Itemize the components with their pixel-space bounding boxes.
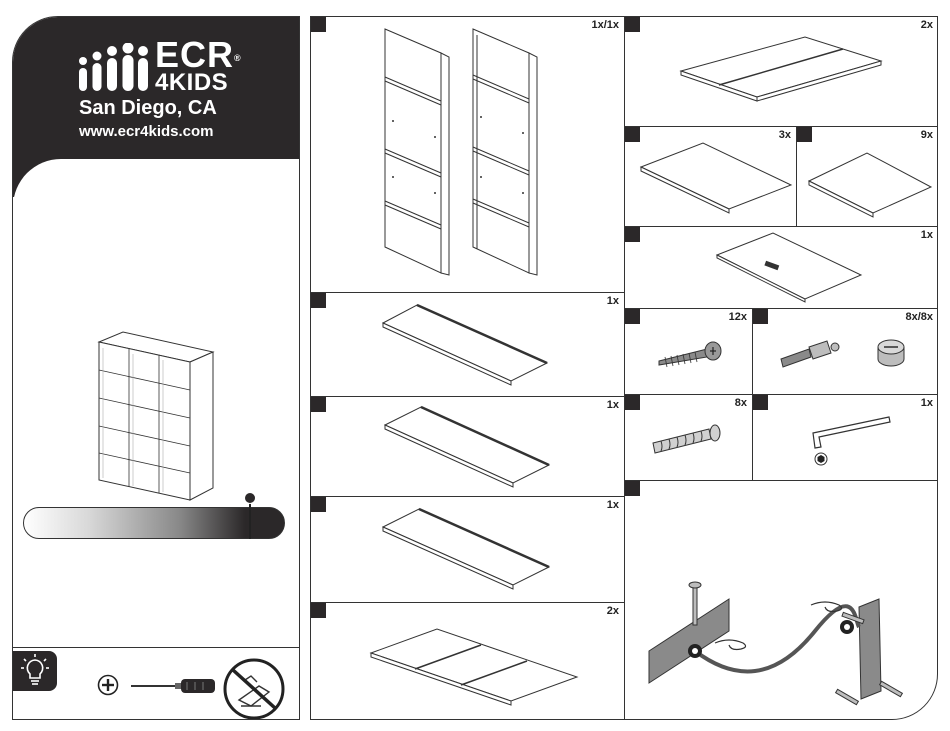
phillips-plus-icon	[97, 674, 119, 696]
no-power-drill-icon	[221, 656, 287, 720]
tip-box	[13, 651, 57, 691]
part-cell-long-board-b: 1x	[311, 397, 625, 497]
brand-city: San Diego, CA	[79, 97, 217, 120]
cover-panel: ECR® 4KIDS San Diego, CA www.ecr4kids.co…	[12, 16, 300, 720]
part-cell-shelf: 3x	[625, 127, 797, 227]
long-board-c-illustration	[311, 497, 625, 603]
back-panel-illustration	[625, 227, 938, 309]
bottom-panel-illustration	[311, 603, 625, 720]
anti-tip-kit-illustration	[625, 481, 938, 720]
long-board-a-illustration	[311, 293, 625, 397]
shelf-illustration	[625, 127, 797, 227]
side-panels-illustration	[311, 17, 625, 293]
wall-anchor-icon	[625, 395, 753, 481]
part-cell-back-panel: 1x	[625, 227, 938, 309]
parts-grid: 1x/1x	[310, 16, 938, 720]
part-cell-small-shelf: 9x	[797, 127, 938, 227]
part-cell-side-panels: 1x/1x	[311, 17, 625, 293]
part-cell-top-panel: 2x	[625, 17, 938, 127]
part-cell-long-board-a: 1x	[311, 293, 625, 397]
cam-bolt-and-lock-icon	[753, 309, 938, 395]
part-cell-bottom-panel: 2x	[311, 603, 625, 720]
brand-name: ECR®	[155, 37, 242, 73]
tools-strip	[13, 647, 299, 720]
screw-icon	[625, 309, 753, 395]
long-board-b-illustration	[311, 397, 625, 497]
pin-marker-icon	[243, 491, 257, 541]
lightbulb-icon	[13, 651, 57, 691]
part-cell-long-board-c: 1x	[311, 497, 625, 603]
top-panel-illustration	[625, 17, 938, 127]
brand-website[interactable]: www.ecr4kids.com	[79, 123, 214, 140]
part-cell-anti-tip-kit	[625, 481, 938, 720]
part-cell-wall-anchor: 8x	[625, 395, 753, 481]
small-shelf-illustration	[797, 127, 938, 227]
part-cell-screw: 12x	[625, 309, 753, 395]
part-cell-allen-key: 1x	[753, 395, 938, 481]
header-curve	[13, 159, 299, 229]
screwdriver-icon	[129, 678, 219, 694]
part-cell-cam-hardware: 8x/8x	[753, 309, 938, 395]
cubby-storage-illustration	[95, 322, 220, 502]
logo-people-icon	[77, 43, 151, 93]
brand-subname: 4KIDS	[155, 71, 228, 95]
allen-key-icon	[753, 395, 938, 481]
